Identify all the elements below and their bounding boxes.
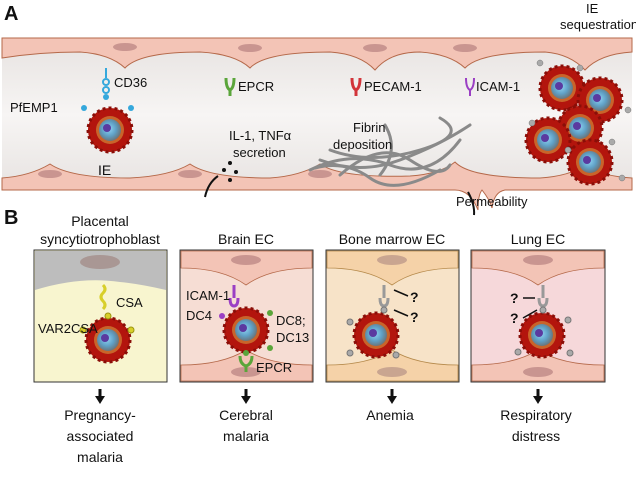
pecam1-receptor <box>350 77 362 96</box>
panel-b-label: B <box>4 207 18 229</box>
brain-panel: Brain EC ICAM-1 DC4 DC8; DC13 EPCR Cereb… <box>179 231 314 444</box>
icam1-label: ICAM-1 <box>476 79 520 94</box>
dc8-label: DC8; <box>276 313 306 328</box>
permeability-arrow <box>467 191 476 216</box>
permeability-label: Permeability <box>456 194 528 209</box>
fibrin-strands <box>308 116 472 187</box>
placenta-outcome-1: Pregnancy- <box>64 407 136 423</box>
ie-label: IE <box>98 162 111 178</box>
cd36-label: CD36 <box>114 75 147 90</box>
unknown-receptor-mark-2: ? <box>510 290 519 306</box>
pfemp1-label: PfEMP1 <box>10 100 58 115</box>
lung-panel: Lung EC ? ? Respiratory distress <box>470 231 606 444</box>
dc13-label: DC13 <box>276 330 309 345</box>
placenta-title-1: Placental <box>71 213 129 229</box>
lung-title: Lung EC <box>511 231 565 247</box>
bone-marrow-outcome: Anemia <box>366 407 414 423</box>
brain-outcome-2: malaria <box>223 428 269 444</box>
bone-marrow-title: Bone marrow EC <box>339 231 446 247</box>
icam1-receptor <box>465 77 475 96</box>
cd36-receptor <box>102 68 110 94</box>
epcr-receptor <box>224 77 236 96</box>
icam1-b-label: ICAM-1 <box>186 288 230 303</box>
placenta-outcome-2: associated <box>67 428 134 444</box>
pfemp1-knobs <box>81 94 134 111</box>
unknown-receptor-mark-1: ? <box>410 289 419 305</box>
dc4-label: DC4 <box>186 308 212 323</box>
placenta-panel: Placental syncytiotrophoblast CSA VAR2CS… <box>33 213 168 465</box>
fibrin-label-1: Fibrin <box>353 120 386 135</box>
placenta-outcome-3: malaria <box>77 449 123 465</box>
brain-outcome-1: Cerebral <box>219 407 273 423</box>
csa-label: CSA <box>116 295 143 310</box>
infected-erythrocyte <box>86 106 134 154</box>
ie-sequestration-label-2: sequestration <box>560 17 636 32</box>
cytokine-dots <box>222 161 238 182</box>
epcr-b-label: EPCR <box>256 360 292 375</box>
bone-marrow-panel: Bone marrow EC ? ? Anemia <box>325 231 460 423</box>
ie-sequestration-cluster <box>524 59 632 186</box>
var2csa-label: VAR2CSA <box>38 321 98 336</box>
ie-sequestration-label-1: IE <box>586 1 599 16</box>
unknown-ligand-mark-1: ? <box>410 309 419 325</box>
placenta-title-2: syncytiotrophoblast <box>40 231 160 247</box>
secretion-label-2: secretion <box>233 145 286 160</box>
unknown-ligand-mark-2: ? <box>510 310 519 326</box>
lung-outcome-1: Respiratory <box>500 407 572 423</box>
secretion-arrow <box>204 175 219 198</box>
secretion-label-1: IL-1, TNFα <box>229 128 292 143</box>
fibrin-label-2: deposition <box>333 137 392 152</box>
pecam1-label: PECAM-1 <box>364 79 422 94</box>
epcr-label: EPCR <box>238 79 274 94</box>
panel-a-label: A <box>4 3 18 25</box>
brain-title: Brain EC <box>218 231 274 247</box>
lung-outcome-2: distress <box>512 428 560 444</box>
